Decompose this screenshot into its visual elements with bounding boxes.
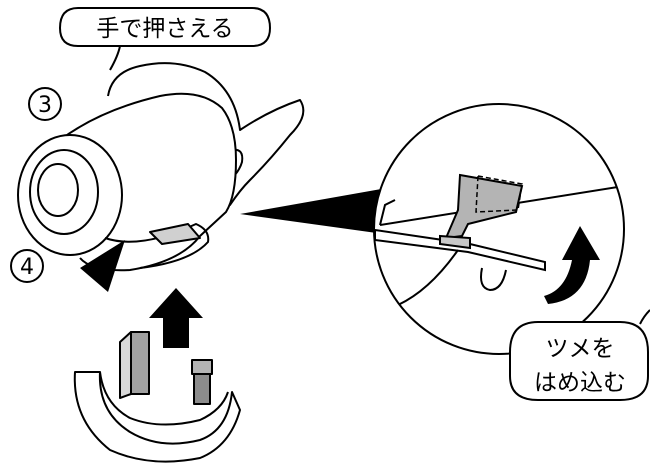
zoom-cover-curve	[397, 249, 459, 306]
zoom-body-corner	[379, 199, 396, 226]
up-arrow-icon	[149, 288, 203, 348]
device-with-hand	[17, 62, 305, 272]
callout-hold-by-hand-bubble	[58, 7, 272, 71]
zoom-detail	[373, 103, 625, 355]
step-number-3-text: 3	[38, 93, 52, 118]
step-number-4-circle	[10, 249, 44, 283]
callout-hold-by-hand-text: 手で押さえる	[96, 16, 233, 42]
cover-shell	[73, 371, 241, 463]
cover-tab-left-side	[119, 331, 132, 399]
cover-tab-right-top	[191, 359, 213, 375]
step-number-3: 3	[28, 87, 62, 121]
callout-insert-tab-line1: ツメを	[546, 336, 615, 362]
device-lens	[37, 163, 79, 217]
cover-tab-right	[193, 369, 211, 405]
callout-insert-tab-line2: はめ込む	[534, 370, 626, 396]
callout-insert-tab-bubble	[509, 309, 650, 401]
device-slot	[149, 223, 201, 245]
zoom-slot	[480, 267, 507, 292]
callout-insert-tab: ツメを はめ込む	[509, 309, 650, 401]
step-number-4-text: 4	[20, 255, 34, 280]
cover-tab-left	[130, 331, 150, 395]
zoom-rail-gray	[439, 234, 471, 250]
device-cover-edge	[104, 223, 210, 269]
cover-inner-edge	[99, 371, 229, 426]
step-number-3-circle	[28, 87, 62, 121]
step-number-4: 4	[10, 249, 44, 283]
cover-piece	[73, 331, 241, 463]
insert-pointer-arrow-icon	[80, 240, 125, 292]
callout-hold-by-hand: 手で押さえる	[58, 7, 272, 71]
push-up-arrow-icon	[544, 226, 600, 304]
zoom-wedge	[240, 186, 398, 236]
zoom-circle	[373, 103, 625, 355]
